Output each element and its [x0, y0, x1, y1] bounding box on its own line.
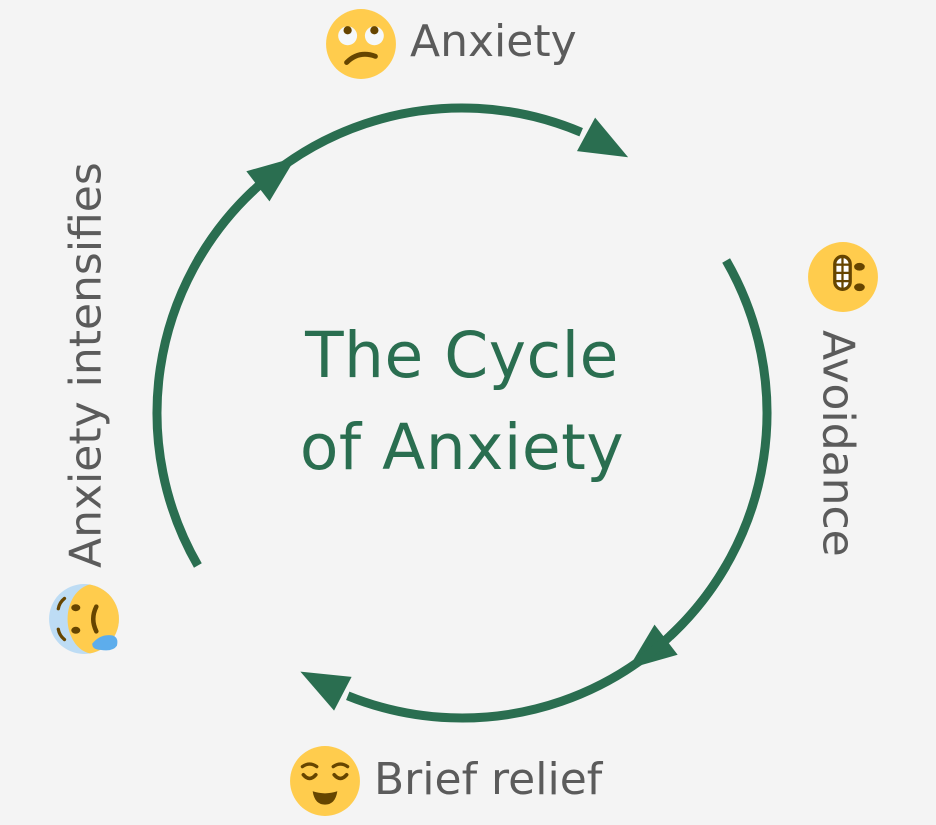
- arrow-relief-to-intensifies-shaft: [346, 563, 731, 723]
- stage-label-anxiety: Anxiety: [410, 16, 577, 67]
- title-line-1: The Cycle: [305, 319, 619, 392]
- title-line-2: of Anxiety: [299, 411, 625, 484]
- arrow-relief-to-intensifies-head: [300, 671, 352, 711]
- arrow-anxiety-to-avoidance-head: [576, 117, 629, 158]
- diagram-title: The Cycle of Anxiety: [262, 310, 662, 494]
- stage-label-anxiety-intensifies: Anxiety intensifies: [60, 162, 112, 568]
- arrow-intensifies-to-anxiety-shaft: [152, 186, 258, 568]
- stage-label-brief-relief: Brief relief: [374, 754, 603, 805]
- arrow-intensifies-to-anxiety-head: [246, 157, 296, 202]
- face-with-rolling-eyes-icon: [326, 9, 396, 79]
- arrow-anxiety-to-avoidance-shaft: [193, 103, 583, 263]
- anxious-face-with-sweat-icon: [49, 584, 119, 654]
- relieved-face-icon: [290, 746, 360, 816]
- stage-label-avoidance: Avoidance: [812, 330, 864, 557]
- grimacing-face-icon: [808, 242, 878, 312]
